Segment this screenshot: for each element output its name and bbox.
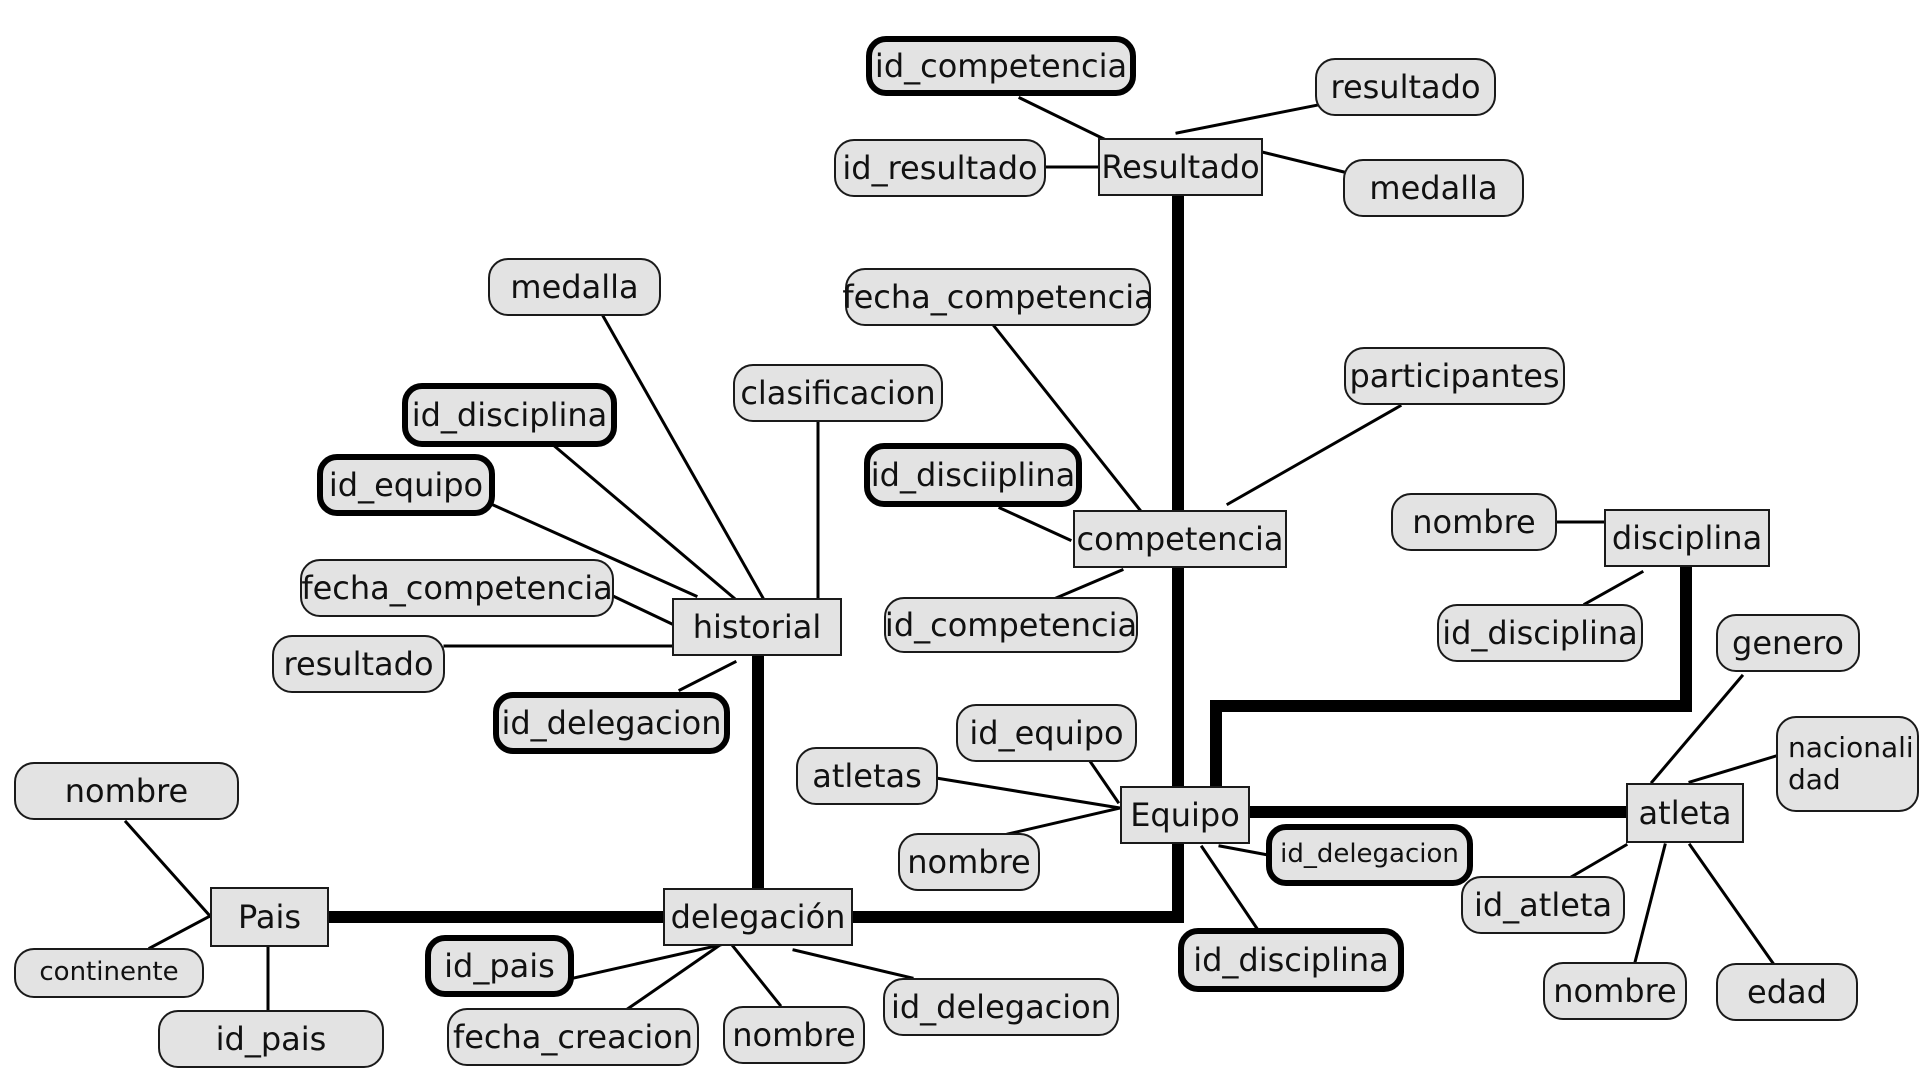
attr-atleta-nombre[interactable]: nombre: [1543, 962, 1687, 1020]
entity-resultado[interactable]: Resultado: [1098, 138, 1263, 196]
attr-delegacion-id-delegacion[interactable]: id_delegacion: [883, 978, 1119, 1036]
attr-atleta-edad[interactable]: edad: [1716, 963, 1858, 1021]
entity-disciplina[interactable]: disciplina: [1604, 509, 1770, 567]
attr-equipo-atletas[interactable]: atletas: [796, 747, 938, 805]
entity-pais[interactable]: Pais: [210, 887, 329, 947]
attr-pais-continente[interactable]: continente: [14, 948, 204, 998]
attr-atleta-id-atleta[interactable]: id_atleta: [1461, 876, 1625, 934]
attr-historial-medalla[interactable]: medalla: [488, 258, 661, 316]
attr-resultado-medalla[interactable]: medalla: [1343, 159, 1524, 217]
entity-atleta[interactable]: atleta: [1626, 783, 1744, 843]
attr-delegacion-fecha-creacion[interactable]: fecha_creacion: [447, 1008, 699, 1066]
attr-equipo-nombre[interactable]: nombre: [898, 833, 1040, 891]
attr-key-delegacion-id-pais[interactable]: id_pais: [425, 935, 574, 997]
attr-resultado-id-resultado[interactable]: id_resultado: [834, 139, 1046, 197]
attr-key-competencia-id-disciiplina[interactable]: id_disciiplina: [864, 443, 1082, 507]
attr-pais-id-pais[interactable]: id_pais: [158, 1010, 384, 1068]
attr-resultado-resultado[interactable]: resultado: [1315, 58, 1496, 116]
attr-disciplina-id-disciplina[interactable]: id_disciplina: [1437, 604, 1643, 662]
attr-key-equipo-id-delegacion[interactable]: id_delegacion: [1266, 824, 1473, 886]
attr-key-historial-id-delegacion[interactable]: id_delegacion: [493, 692, 730, 754]
entity-historial[interactable]: historial: [672, 598, 842, 656]
attr-historial-resultado[interactable]: resultado: [272, 635, 445, 693]
attr-atleta-nacionalidad[interactable]: nacionali dad: [1776, 716, 1919, 812]
entity-competencia[interactable]: competencia: [1073, 510, 1287, 568]
attr-equipo-id-equipo[interactable]: id_equipo: [956, 704, 1137, 762]
attr-key-historial-id-disciplina[interactable]: id_disciplina: [402, 383, 617, 447]
attr-atleta-genero[interactable]: genero: [1716, 614, 1860, 672]
attr-competencia-id-competencia[interactable]: id_competencia: [884, 597, 1138, 653]
attr-key-historial-id-equipo[interactable]: id_equipo: [317, 454, 495, 516]
attr-historial-fecha[interactable]: fecha_competencia: [300, 559, 614, 617]
entity-delegacion[interactable]: delegación: [663, 888, 853, 946]
attr-disciplina-nombre[interactable]: nombre: [1391, 493, 1557, 551]
attr-competencia-fecha[interactable]: fecha_competencia: [842, 268, 1154, 326]
entity-equipo[interactable]: Equipo: [1120, 786, 1250, 844]
attr-competencia-participantes[interactable]: participantes: [1344, 347, 1565, 405]
attr-pais-nombre[interactable]: nombre: [14, 762, 239, 820]
attr-historial-clasificacion[interactable]: clasificacion: [733, 364, 943, 422]
attr-key-resultado-id-competencia[interactable]: id_competencia: [866, 36, 1136, 96]
attr-delegacion-nombre[interactable]: nombre: [723, 1006, 865, 1064]
attr-key-equipo-id-disciplina[interactable]: id_disciplina: [1178, 928, 1404, 992]
